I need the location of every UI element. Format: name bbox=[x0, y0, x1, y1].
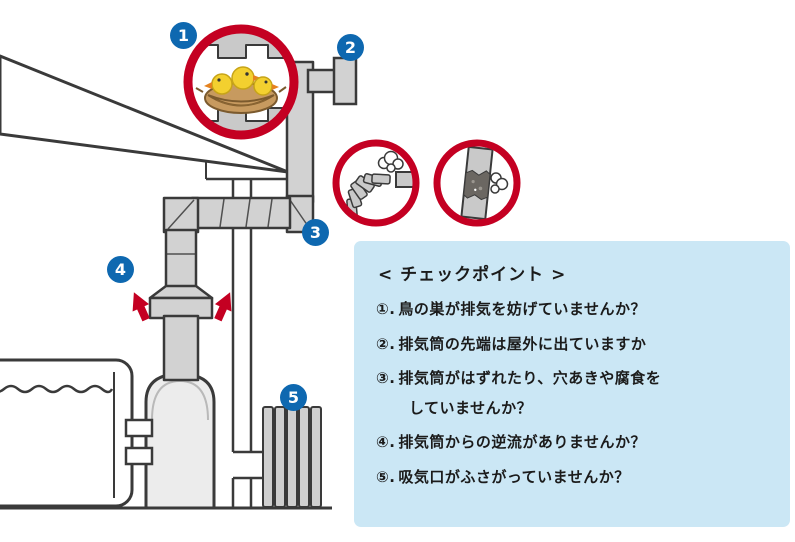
item-3-number: ③. bbox=[376, 369, 396, 387]
badge-3: 3 bbox=[302, 219, 329, 246]
badge-2: 2 bbox=[337, 34, 364, 61]
hole-puff bbox=[490, 172, 509, 194]
duct-corrosion-inset bbox=[433, 139, 521, 227]
item-2-text: 排気筒の先端は屋外に出ていますか bbox=[398, 334, 647, 353]
roof bbox=[0, 54, 290, 181]
item-2-number: ②. bbox=[376, 334, 396, 353]
checkpoint-item-4: ④.排気筒からの逆流がありませんか？ bbox=[376, 431, 778, 452]
checkpoint-item-5: ⑤.吸気口がふさがっていませんか？ bbox=[376, 466, 778, 487]
leak-puff bbox=[377, 150, 404, 173]
water-heater bbox=[144, 372, 216, 510]
badge-1: 1 bbox=[170, 22, 197, 49]
circulation-pipes bbox=[124, 418, 154, 466]
item-4-number: ④. bbox=[376, 433, 396, 451]
water-line bbox=[0, 384, 114, 394]
duct-seams bbox=[166, 198, 311, 255]
item-4-text: 排気筒からの逆流がありませんか？ bbox=[398, 433, 646, 451]
checkpoint-title: < チェックポイント > bbox=[378, 265, 567, 285]
item-5-text: 吸気口がふさがっていませんか？ bbox=[398, 467, 630, 486]
item-1-text: 鳥の巣が排気を妨げていませんか？ bbox=[398, 300, 646, 318]
badge-4: 4 bbox=[107, 256, 134, 283]
item-5-number: ⑤. bbox=[376, 467, 396, 486]
flue-top-cap bbox=[306, 56, 358, 106]
backflow-arrows bbox=[132, 292, 232, 322]
intake-grille bbox=[262, 406, 322, 508]
checkpoint-item-1: ①.鳥の巣が排気を妨げていませんか？ bbox=[376, 298, 778, 319]
duct-disconnect-inset bbox=[332, 139, 420, 227]
item-3-text-cont: していませんか？ bbox=[409, 398, 533, 417]
birds-nest-inset bbox=[183, 24, 299, 140]
item-1-number: ①. bbox=[376, 300, 396, 318]
bathtub bbox=[0, 358, 134, 508]
checkpoint-panel: < チェックポイント > ①.鳥の巣が排気を妨げていませんか？ ②.排気筒の先端… bbox=[354, 241, 790, 527]
checkpoint-item-2: ②.排気筒の先端は屋外に出ていますか bbox=[376, 333, 778, 354]
checkpoint-item-3-cont: していませんか？ bbox=[376, 397, 778, 418]
detached-pipe bbox=[395, 171, 413, 188]
badge-5: 5 bbox=[280, 384, 307, 411]
chicks bbox=[204, 66, 279, 96]
corroded-pipe bbox=[460, 146, 494, 220]
checkpoint-item-3: ③.排気筒がはずれたり、穴あきや腐食を bbox=[376, 367, 778, 388]
item-3-text: 排気筒がはずれたり、穴あきや腐食を bbox=[398, 369, 662, 387]
exhaust-duct bbox=[148, 60, 315, 382]
